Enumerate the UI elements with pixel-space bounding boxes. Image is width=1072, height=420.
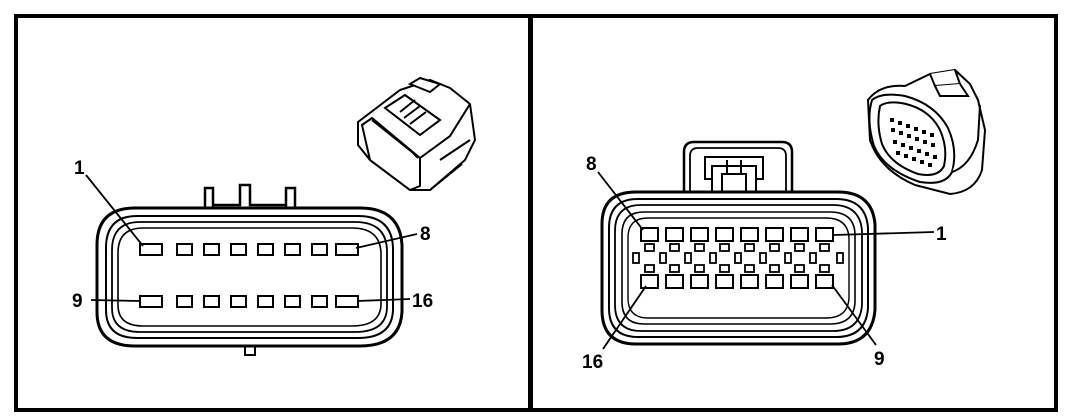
right-pin-1 <box>815 227 834 242</box>
right-bottom-pin-row <box>640 274 834 289</box>
right-panel-border <box>529 14 1058 412</box>
right-pin-15 <box>665 274 684 289</box>
left-label-pin-9: 9 <box>72 291 83 312</box>
left-pin-5 <box>257 243 274 256</box>
right-pin-9 <box>815 274 834 289</box>
left-pin-13 <box>257 295 274 308</box>
right-label-pin-9: 9 <box>874 349 885 370</box>
left-connector-3d-sketch <box>357 76 477 192</box>
right-pin-10 <box>790 274 809 289</box>
right-pin-11 <box>765 274 784 289</box>
right-pin-5 <box>715 227 734 242</box>
left-bottom-pin-row <box>139 295 359 308</box>
left-pin-4 <box>230 243 247 256</box>
left-pin-14 <box>284 295 301 308</box>
left-pin-7 <box>311 243 328 256</box>
left-pin-10 <box>176 295 193 308</box>
left-pin-1 <box>139 243 163 256</box>
left-label-pin-8: 8 <box>420 224 431 245</box>
right-pin-12 <box>740 274 759 289</box>
left-pin-8 <box>335 243 359 256</box>
right-connector-3d-sketch <box>866 68 987 196</box>
left-pin-15 <box>311 295 328 308</box>
right-label-pin-1: 1 <box>936 224 947 245</box>
left-pin-9 <box>139 295 163 308</box>
right-label-pin-16: 16 <box>582 352 603 373</box>
right-pin-13 <box>715 274 734 289</box>
right-pin-7 <box>665 227 684 242</box>
right-lower-terminal-row <box>644 264 830 273</box>
right-pin-16 <box>640 274 659 289</box>
right-pin-14 <box>690 274 709 289</box>
right-pin-8 <box>640 227 659 242</box>
left-top-pin-row <box>139 243 359 256</box>
right-pin-3 <box>765 227 784 242</box>
right-middle-slot-row <box>632 252 844 264</box>
right-label-pin-8: 8 <box>586 154 597 175</box>
left-pin-6 <box>284 243 301 256</box>
left-pin-11 <box>203 295 220 308</box>
right-pin-6 <box>690 227 709 242</box>
right-leader-lines <box>597 171 935 350</box>
right-pin-4 <box>740 227 759 242</box>
left-pin-16 <box>335 295 359 308</box>
left-label-pin-1: 1 <box>74 158 85 179</box>
right-top-pin-row <box>640 227 834 242</box>
right-pin-2 <box>790 227 809 242</box>
left-leader-lines <box>85 174 418 302</box>
right-upper-terminal-row <box>644 243 830 252</box>
left-pin-3 <box>203 243 220 256</box>
left-connector-face <box>95 183 404 356</box>
left-label-pin-16: 16 <box>412 291 433 312</box>
left-pin-2 <box>176 243 193 256</box>
right-connector-face <box>600 140 877 346</box>
left-pin-12 <box>230 295 247 308</box>
